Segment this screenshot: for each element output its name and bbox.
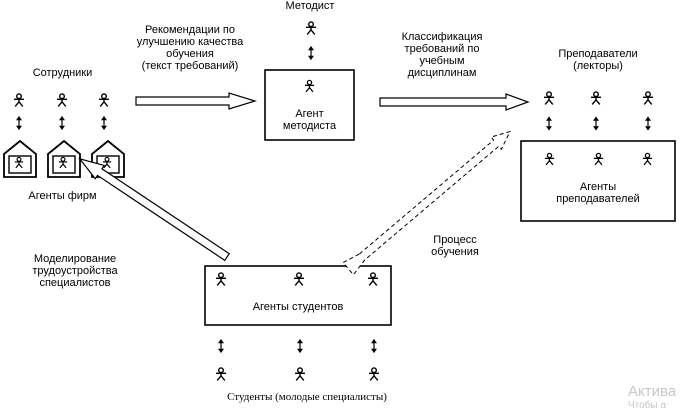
employee-person-icon-3: [98, 93, 110, 107]
methodist-agent-box: [264, 69, 355, 141]
student-double-arrow-icon-2: [295, 337, 305, 355]
teacher-person-icon-2: [590, 91, 602, 105]
arrow-to-methodist: [135, 92, 258, 110]
teachers-agents-label: Агенты преподавателей: [556, 181, 640, 205]
student-double-arrow-icon-3: [369, 337, 379, 355]
employee-person-icon-1: [13, 93, 25, 107]
employee-double-arrow-icon-2: [58, 115, 66, 131]
employee-person-icon-2: [56, 93, 68, 107]
employees-label: Сотрудники: [32, 67, 93, 79]
student-agents-label: Агенты студентов: [252, 301, 344, 313]
arrow-to-teachers: [379, 93, 530, 111]
firm-house-icon-1: [3, 140, 37, 178]
student-person-icon-3: [368, 367, 380, 381]
methodist-person-icon: [305, 21, 317, 35]
employee-double-arrow-icon-3: [100, 115, 108, 131]
employment-modeling-label: Моделирование трудоустройства специалист…: [32, 253, 118, 289]
activation-watermark: Актива: [628, 383, 677, 400]
learning-process-label: Процесс обучения: [431, 234, 479, 258]
arrow-to-firm-agents: [78, 157, 231, 262]
students-label: Студенты (молодые специалисты): [227, 391, 387, 403]
teachers-label: Преподаватели (лекторы): [558, 48, 638, 72]
learning-process-dashed-arrow: [342, 130, 511, 276]
firm-agents-label: Агенты фирм: [28, 190, 97, 202]
methodist-double-arrow-icon: [306, 44, 316, 62]
student-person-icon-2: [294, 367, 306, 381]
students-agents-box: [204, 265, 392, 326]
teacher-person-icon-3: [642, 91, 654, 105]
methodist-label: Методист: [285, 0, 335, 12]
teacher-double-arrow-icon-3: [643, 115, 653, 132]
activation-watermark-subtext: Чтобы а: [628, 400, 666, 411]
student-person-icon-1: [215, 367, 227, 381]
teacher-double-arrow-icon-1: [544, 115, 554, 132]
classification-label: Классификация требований по учебным дисц…: [401, 31, 483, 79]
methodist-agent-label: Агент методиста: [282, 108, 337, 132]
recommendations-label: Рекомендации по улучшению качества обуче…: [136, 24, 244, 72]
employee-double-arrow-icon-1: [15, 115, 23, 131]
teacher-double-arrow-icon-2: [591, 115, 601, 132]
teacher-person-icon-1: [543, 91, 555, 105]
student-double-arrow-icon-1: [216, 337, 226, 355]
firm-house-icon-2: [47, 140, 81, 178]
